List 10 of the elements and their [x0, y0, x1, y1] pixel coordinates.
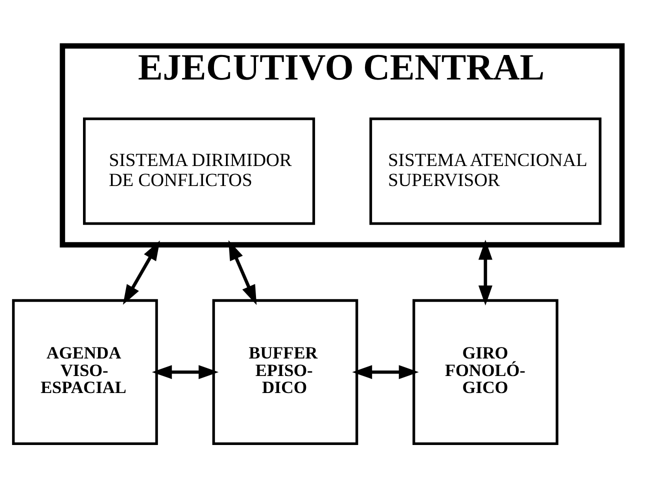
node-box: GIRO FONOLÓ- GICO — [412, 299, 558, 446]
node-box: SISTEMA DIRIMIDOR DE CONFLICTOS — [83, 118, 316, 225]
arrow — [478, 240, 492, 306]
node-box: SISTEMA ATENCIONAL SUPERVISOR — [369, 118, 602, 225]
arrow — [352, 365, 419, 380]
node-box: AGENDA VISO- ESPACIAL — [12, 299, 158, 446]
arrow — [152, 365, 219, 380]
arrow — [228, 240, 257, 306]
arrow — [122, 240, 160, 305]
node-box: BUFFER EPISO- DICO — [212, 299, 358, 446]
